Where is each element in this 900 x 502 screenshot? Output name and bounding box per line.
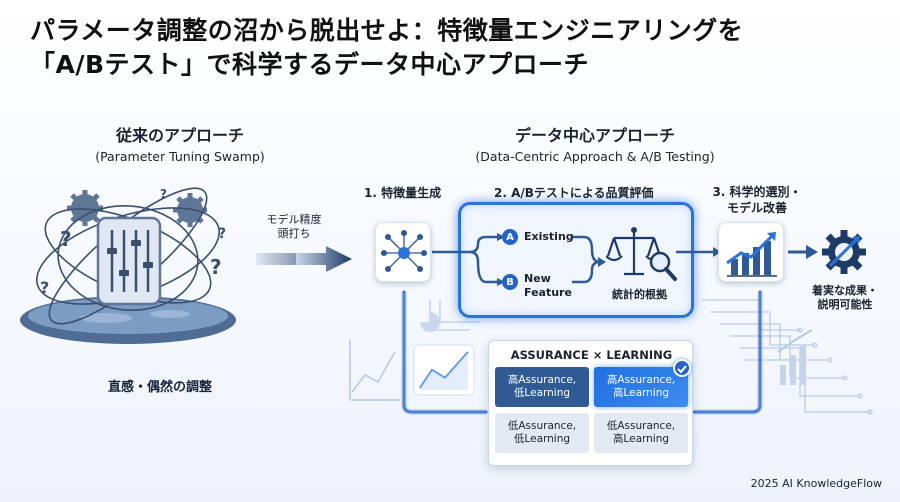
cell-line: 低Learning (513, 387, 571, 399)
outcome-label: 着実な成果・ 説明可能性 (800, 284, 890, 312)
check-icon (673, 359, 691, 377)
option-b-label-line2: Feature (524, 286, 572, 299)
step3-label-line1: 3. 科学的選別・ (712, 185, 802, 199)
cell-line: 高Assurance, (507, 374, 577, 386)
option-b-label: New Feature (524, 272, 572, 300)
step1-label: 1. 特徴量生成 (364, 186, 442, 200)
left-caption: 直感・偶然の調整 (107, 380, 212, 395)
matrix-cell-high-assurance-low-learning: 高Assurance,低Learning (495, 367, 589, 407)
cell-line: 高Learning (612, 433, 670, 445)
model-improvement-tile (718, 222, 784, 282)
right-subheading: (Data-Centric Approach & A/B Testing) (475, 149, 715, 164)
left-subheading: (Parameter Tuning Swamp) (95, 149, 265, 164)
option-b-badge: B (502, 274, 518, 290)
transition-arrow-icon (256, 246, 352, 272)
question-mark-icon: ? (160, 187, 167, 201)
cell-line: 低Learning (513, 433, 571, 445)
right-section-header: データ中心アプローチ (Data-Centric Approach & A/B … (430, 122, 760, 164)
left-section-header: 従来のアプローチ (Parameter Tuning Swamp) (80, 122, 280, 164)
rising-chart-icon (726, 232, 777, 277)
transition-arrow-label: モデル精度 頭打ち (266, 213, 322, 240)
cell-line: 高Assurance, (606, 374, 676, 386)
step3-label-line2: モデル改善 (726, 201, 787, 215)
matrix-cell-high-assurance-high-learning: 高Assurance,高Learning (594, 367, 688, 407)
scale-label: 統計的根拠 (612, 288, 667, 301)
cell-line: 低Assurance, (507, 420, 577, 432)
cell-line: 高Learning (612, 387, 670, 399)
question-mark-icon: ? (60, 227, 72, 251)
magnifier-icon (649, 251, 677, 281)
question-mark-icon: ? (210, 255, 222, 279)
matrix-cell-low-assurance-high-learning: 低Assurance,高Learning (594, 413, 688, 453)
page-title: パラメータ調整の沼から脱出せよ：特徴量エンジニアリングを 「A/Bテスト」で科学… (30, 14, 880, 82)
feature-generation-tile (375, 222, 431, 282)
matrix-title: ASSURANCE × LEARNING (510, 348, 673, 362)
matrix-cell-low-assurance-low-learning: 低Assurance,低Learning (495, 413, 589, 453)
step2-label: 2. A/Bテストによる品質評価 (494, 186, 654, 200)
outcome-label-line1: 着実な成果・ (812, 284, 878, 297)
success-gear-icon (822, 230, 866, 274)
question-mark-icon: ? (40, 278, 49, 297)
title-line-1: パラメータ調整の沼から脱出せよ：特徴量エンジニアリングを (30, 16, 744, 45)
option-b-label-line1: New (524, 272, 551, 285)
right-heading: データ中心アプローチ (514, 126, 675, 145)
tuning-swamp-illustration: ? ? ? ? ? (20, 187, 236, 344)
assurance-learning-matrix: ASSURANCE × LEARNING 高Assurance,低Learnin… (488, 340, 693, 466)
question-mark-icon: ? (218, 226, 226, 242)
step3-label: 3. 科学的選別・ モデル改善 (702, 184, 812, 216)
option-a-label: Existing (524, 230, 574, 243)
cell-line: 低Assurance, (606, 420, 676, 432)
left-heading: 従来のアプローチ (115, 126, 244, 145)
network-icon (381, 230, 427, 272)
option-a-badge: A (502, 229, 518, 245)
balance-scale-icon (606, 227, 677, 281)
title-line-2: 「A/Bテスト」で科学するデータ中心アプローチ (30, 50, 590, 79)
outcome-label-line2: 説明可能性 (817, 298, 873, 311)
footer-credit: 2025 AI KnowledgeFlow (750, 477, 882, 490)
